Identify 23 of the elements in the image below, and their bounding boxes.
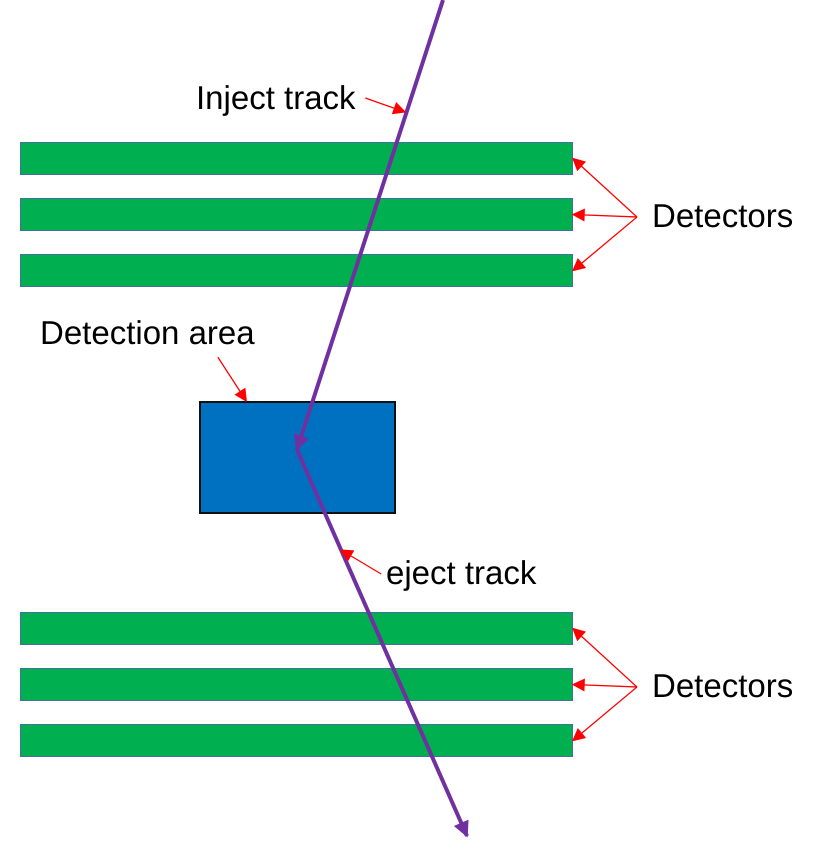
- detection-area-box: [199, 401, 396, 514]
- detector-bar: [20, 668, 573, 701]
- detector-bar: [20, 724, 573, 757]
- leader-line: [340, 549, 382, 575]
- leader-line: [217, 356, 247, 402]
- detector-bar: [20, 142, 573, 175]
- detector-bar: [20, 612, 573, 645]
- leader-line: [572, 686, 638, 742]
- leader-line: [365, 97, 406, 114]
- text-label: Detection area: [40, 313, 268, 355]
- leader-line: [572, 678, 638, 692]
- text-label: Detectors: [652, 196, 802, 238]
- leader-line: [572, 158, 638, 218]
- text-label: eject track: [386, 553, 546, 595]
- particle-track-arrow: [295, 448, 469, 838]
- leader-line: [572, 628, 638, 688]
- particle-track-arrow: [294, 0, 445, 452]
- detector-bar: [20, 198, 573, 231]
- leader-line: [572, 216, 638, 272]
- detector-bar: [20, 254, 573, 287]
- leader-line: [572, 208, 638, 222]
- text-label: Detectors: [652, 666, 802, 708]
- text-label: Inject track: [196, 78, 362, 118]
